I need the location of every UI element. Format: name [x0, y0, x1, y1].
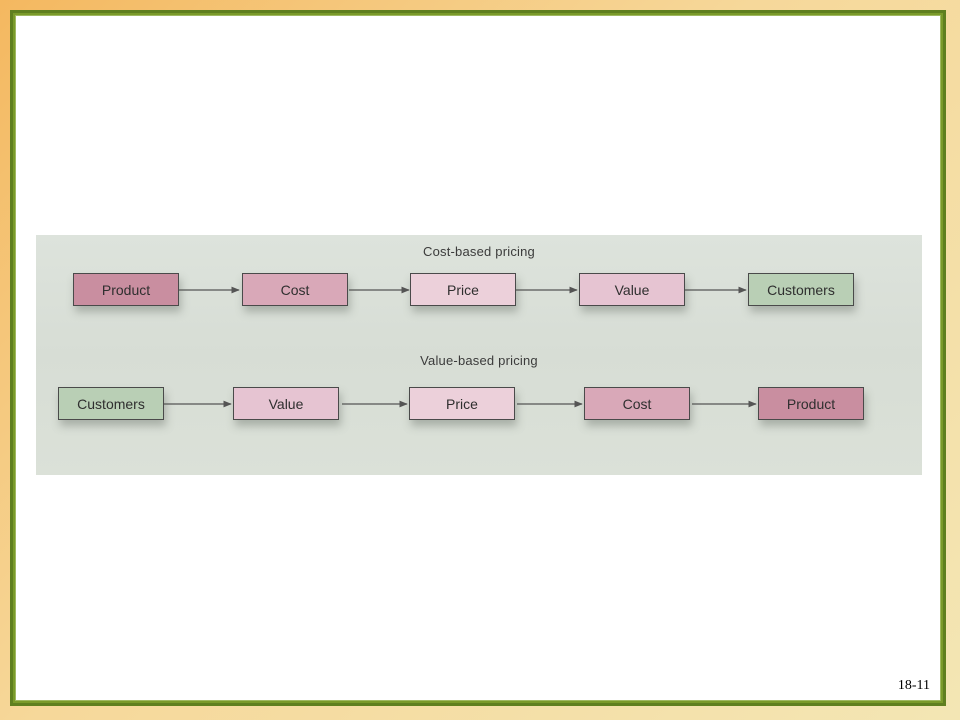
- top-node-4: Value: [579, 273, 685, 306]
- top-node-2: Cost: [242, 273, 348, 306]
- slide-frame: Cost-based pricing Product Cost Price Va…: [10, 10, 946, 706]
- top-node-1: Product: [73, 273, 179, 306]
- flow-arrows: [164, 286, 757, 408]
- bottom-node-1: Customers: [58, 387, 164, 420]
- slide-content: Cost-based pricing Product Cost Price Va…: [15, 15, 941, 701]
- pricing-flow-figure: Cost-based pricing Product Cost Price Va…: [36, 235, 922, 475]
- slide-number: 18-11: [897, 678, 930, 693]
- top-node-3: Price: [410, 273, 516, 306]
- top-node-5: Customers: [748, 273, 854, 306]
- bottom-node-3: Price: [409, 387, 515, 420]
- top-row-title: Cost-based pricing: [423, 244, 535, 259]
- bottom-row-title: Value-based pricing: [420, 353, 538, 368]
- bottom-node-5: Product: [758, 387, 864, 420]
- bottom-node-4: Cost: [584, 387, 690, 420]
- bottom-node-2: Value: [233, 387, 339, 420]
